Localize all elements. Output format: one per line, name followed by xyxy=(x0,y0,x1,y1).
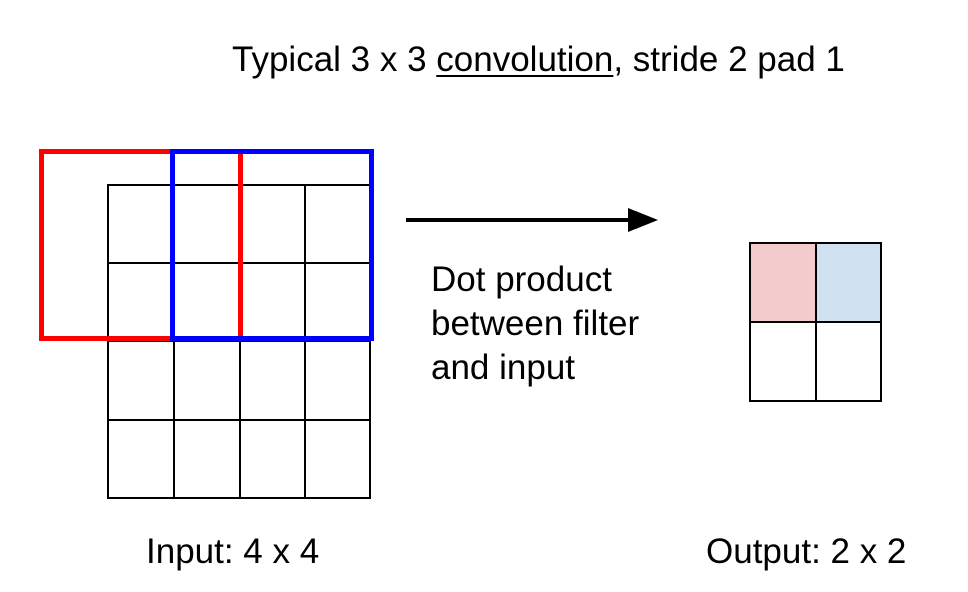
input-cell xyxy=(304,262,371,342)
output-cell-red xyxy=(749,242,817,323)
filter-window-red xyxy=(39,149,243,341)
input-cell xyxy=(239,419,306,499)
diagram-title: Typical 3 x 3 convolution, stride 2 pad … xyxy=(232,36,845,84)
output-caption: Output: 2 x 2 xyxy=(706,532,907,571)
input-cell xyxy=(304,340,371,421)
output-cell xyxy=(815,321,882,402)
input-cell xyxy=(173,419,241,499)
output-cell xyxy=(749,321,817,402)
description-line: and input xyxy=(431,348,576,387)
description-line: Dot product xyxy=(431,260,612,299)
input-caption: Input: 4 x 4 xyxy=(146,532,320,571)
input-cell xyxy=(107,184,175,264)
title-suffix: , stride 2 pad 1 xyxy=(613,40,845,79)
input-cell xyxy=(304,419,371,499)
input-cell xyxy=(107,419,175,499)
input-cell xyxy=(173,340,241,421)
output-cell-blue xyxy=(815,242,882,323)
input-cell xyxy=(239,340,306,421)
title-prefix: Typical 3 x 3 xyxy=(232,40,437,79)
input-cell xyxy=(107,340,175,421)
filter-window-blue xyxy=(170,149,374,341)
description-line: between filter xyxy=(431,304,640,343)
title-underlined-term: convolution xyxy=(436,40,614,79)
dot-product-description: Dot product between filter and input xyxy=(431,258,639,390)
right-arrow-icon xyxy=(406,208,658,232)
